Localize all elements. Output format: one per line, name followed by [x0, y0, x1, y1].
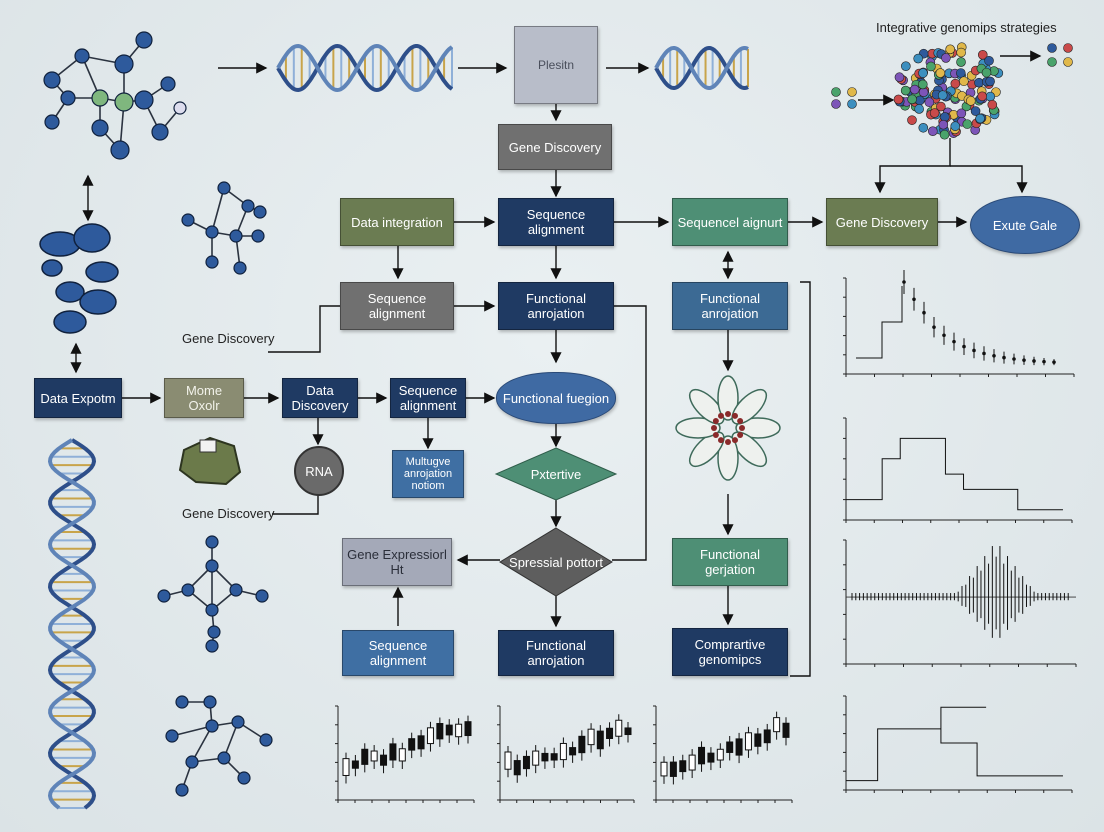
sequence-alignment-box-2[interactable]: Sequence alignment: [340, 282, 454, 330]
exute-cloud[interactable]: Exute Gale: [970, 196, 1080, 254]
particle-cluster-icon: [831, 42, 1073, 140]
pretentive-diamond[interactable]: Pxtertive: [530, 466, 582, 482]
functional-annotation-box-2[interactable]: Functional anrojation: [672, 282, 788, 330]
wire-func-right-loop: [612, 305, 647, 561]
sequence-alignment-box-4[interactable]: Sequence alignment: [342, 630, 454, 676]
candlestick-chart-icon-2: [497, 705, 635, 803]
spike-chart-icon: [843, 539, 1077, 667]
gene-discovery-right-box[interactable]: Gene Discovery: [826, 198, 938, 246]
molecule-network-icon: [43, 31, 187, 160]
candlestick-chart-icon: [335, 705, 475, 803]
dna-helix-icon: [276, 43, 454, 93]
bracket-right: [790, 281, 811, 677]
spressial-pattern-diamond[interactable]: Spressial pottort: [509, 554, 603, 570]
gene-discovery-top-box[interactable]: Gene Discovery: [498, 124, 612, 170]
data-integration-box[interactable]: Data integration: [340, 198, 454, 246]
pretentive-diamond-shape: [494, 447, 618, 501]
sequencel-alignment-box[interactable]: Sequencel aignurt: [672, 198, 788, 246]
dna-helix-icon-vertical: [47, 438, 97, 810]
protein-structure-icon-2: [675, 375, 781, 481]
sequence-alignment-box-1[interactable]: Sequence alignment: [498, 198, 614, 246]
plesitn-box[interactable]: Plesitn: [514, 26, 598, 104]
gene-discovery-label-low: Gene Discovery: [182, 506, 275, 521]
protein-structure-icon: [39, 223, 119, 334]
dna-helix-icon-2: [654, 46, 749, 90]
functional-gerjation-box[interactable]: Functional gerjation: [672, 538, 788, 586]
wire-seq2-left: [268, 305, 340, 353]
mome-box[interactable]: Mome Oxolr: [164, 378, 244, 418]
data-export-box[interactable]: Data Expotm: [34, 378, 122, 418]
molecule-network-icon-2: [181, 181, 267, 275]
functional-annotation-box-3[interactable]: Functional anrojation: [498, 630, 614, 676]
sequence-alignment-box-3[interactable]: Sequence alignment: [390, 378, 466, 418]
page-title: Integrative genomips strategies: [876, 20, 1057, 35]
rna-node[interactable]: RNA: [294, 446, 344, 496]
functional-annotation-box-1[interactable]: Functional anrojation: [498, 282, 614, 330]
comparative-genomics-box[interactable]: Comprartive genomipcs: [672, 628, 788, 676]
data-discovery-box[interactable]: Data Discovery: [282, 378, 358, 418]
step-chart-icon-2: [843, 695, 1073, 793]
error-bar-chart-icon: [843, 270, 1075, 377]
arrow-cluster-split-left: [874, 138, 951, 194]
step-chart-icon: [843, 417, 1073, 523]
functional-fusion-cloud[interactable]: Functional fuegion: [496, 372, 616, 424]
multiple-annotation-box[interactable]: Multugve anrojation notiom: [392, 450, 464, 498]
molecule-network-icon-3: [157, 535, 269, 653]
mineral-icon: [178, 436, 242, 486]
wire-rna-to-label: [272, 492, 319, 515]
molecule-network-icon-4: [165, 695, 273, 797]
arrow-cluster-split-right: [950, 165, 1028, 194]
gene-expression-box[interactable]: Gene Expressiorl Ht: [342, 538, 452, 586]
candlestick-chart-icon-3: [653, 705, 793, 803]
gene-discovery-label-mid: Gene Discovery: [182, 331, 275, 346]
spressial-diamond-shape: [499, 527, 613, 597]
